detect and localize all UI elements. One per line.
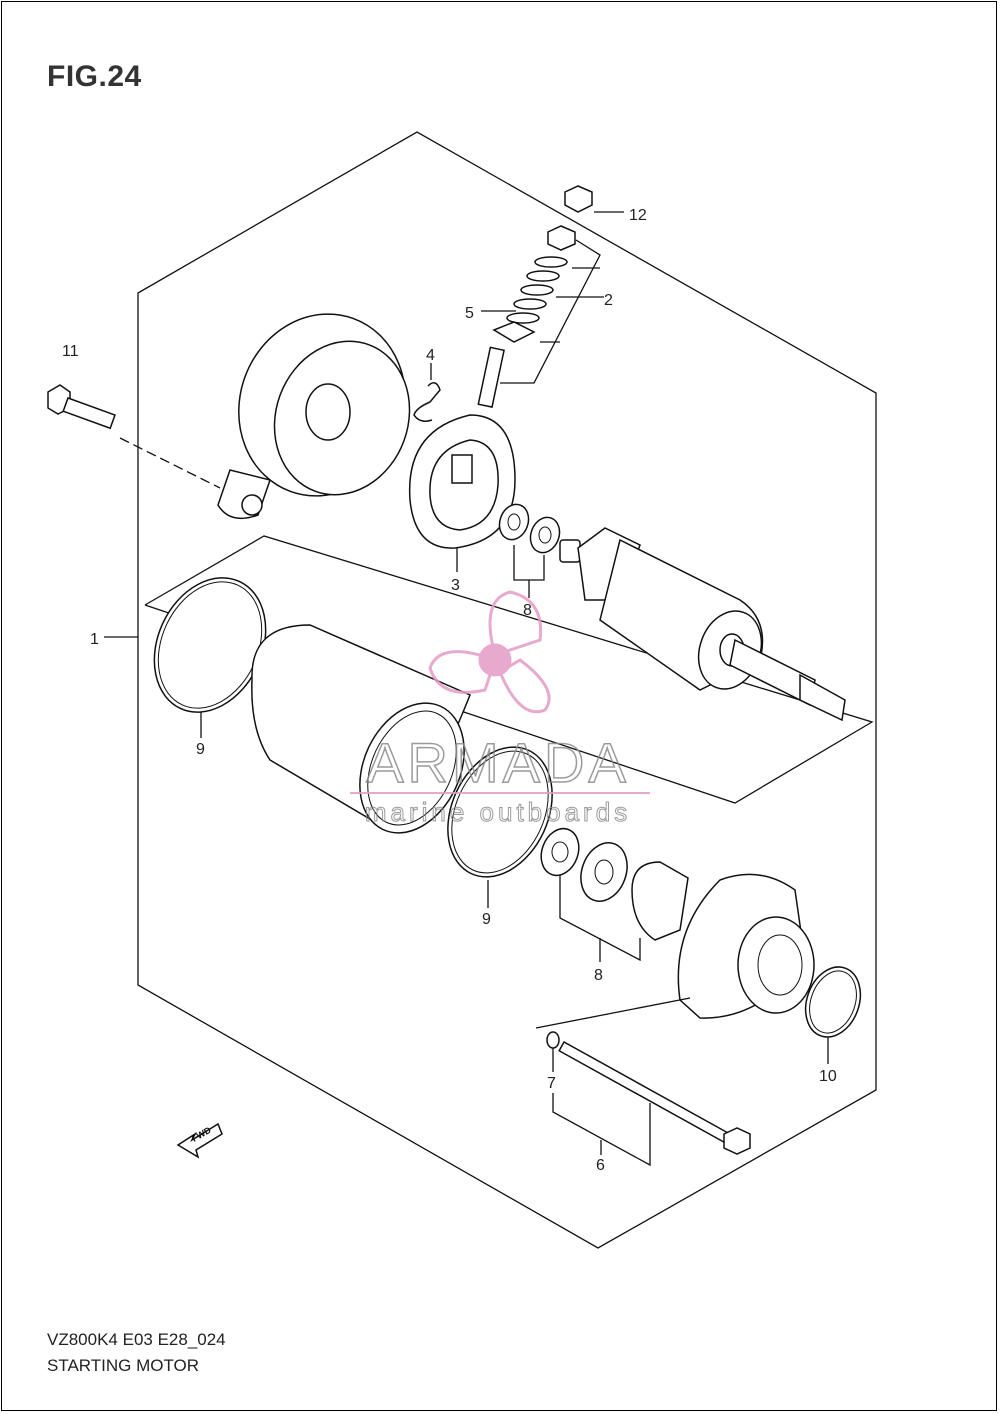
- callout-3: 3: [451, 577, 460, 594]
- o-ring-lower: [447, 746, 553, 908]
- figure-title: FIG.24: [47, 60, 142, 93]
- callout-5: 5: [465, 305, 474, 322]
- inner-group-outline: [144, 535, 874, 804]
- callout-2: 2: [604, 292, 613, 309]
- fwd-arrow-icon: FWD: [176, 1122, 223, 1159]
- terminal-stud-group: [477, 185, 624, 408]
- callout-10: 10: [819, 1068, 837, 1085]
- washer-set-lower: [540, 827, 689, 962]
- rear-cover-part: [217, 313, 411, 520]
- washer-pair-upper: [498, 503, 561, 598]
- callout-11: 11: [62, 343, 79, 360]
- model-code: VZ800K4 E03 E28_024: [47, 1330, 226, 1349]
- callout-1: 1: [90, 631, 99, 648]
- callout-8-upper: 8: [523, 602, 532, 619]
- callout-9-lower: 9: [482, 911, 491, 928]
- callout-6: 6: [596, 1157, 605, 1174]
- brush-holder-part-3: [408, 414, 516, 572]
- watermark-tagline: marine outboards: [365, 797, 631, 827]
- assembly-outline: [137, 131, 877, 1249]
- callout-4: 4: [426, 347, 435, 364]
- callout-12: 12: [629, 207, 647, 224]
- through-bolt-group: [546, 1031, 751, 1167]
- armature-part: [559, 527, 846, 722]
- section-name: STARTING MOTOR: [47, 1356, 200, 1375]
- propeller-icon: [428, 590, 551, 714]
- clip-part-4: [413, 382, 441, 422]
- watermark-brand: ARMADA: [366, 731, 630, 794]
- yoke-housing-part: [251, 624, 471, 834]
- callout-7: 7: [547, 1075, 556, 1092]
- front-bracket-part: [535, 873, 815, 1029]
- watermark-logo: ARMADA marine outboards: [350, 590, 650, 828]
- callout-8-lower: 8: [594, 967, 603, 984]
- callout-9-upper: 9: [196, 741, 205, 758]
- bolt-part-11: [47, 384, 221, 489]
- o-ring-part-10: [804, 966, 862, 1064]
